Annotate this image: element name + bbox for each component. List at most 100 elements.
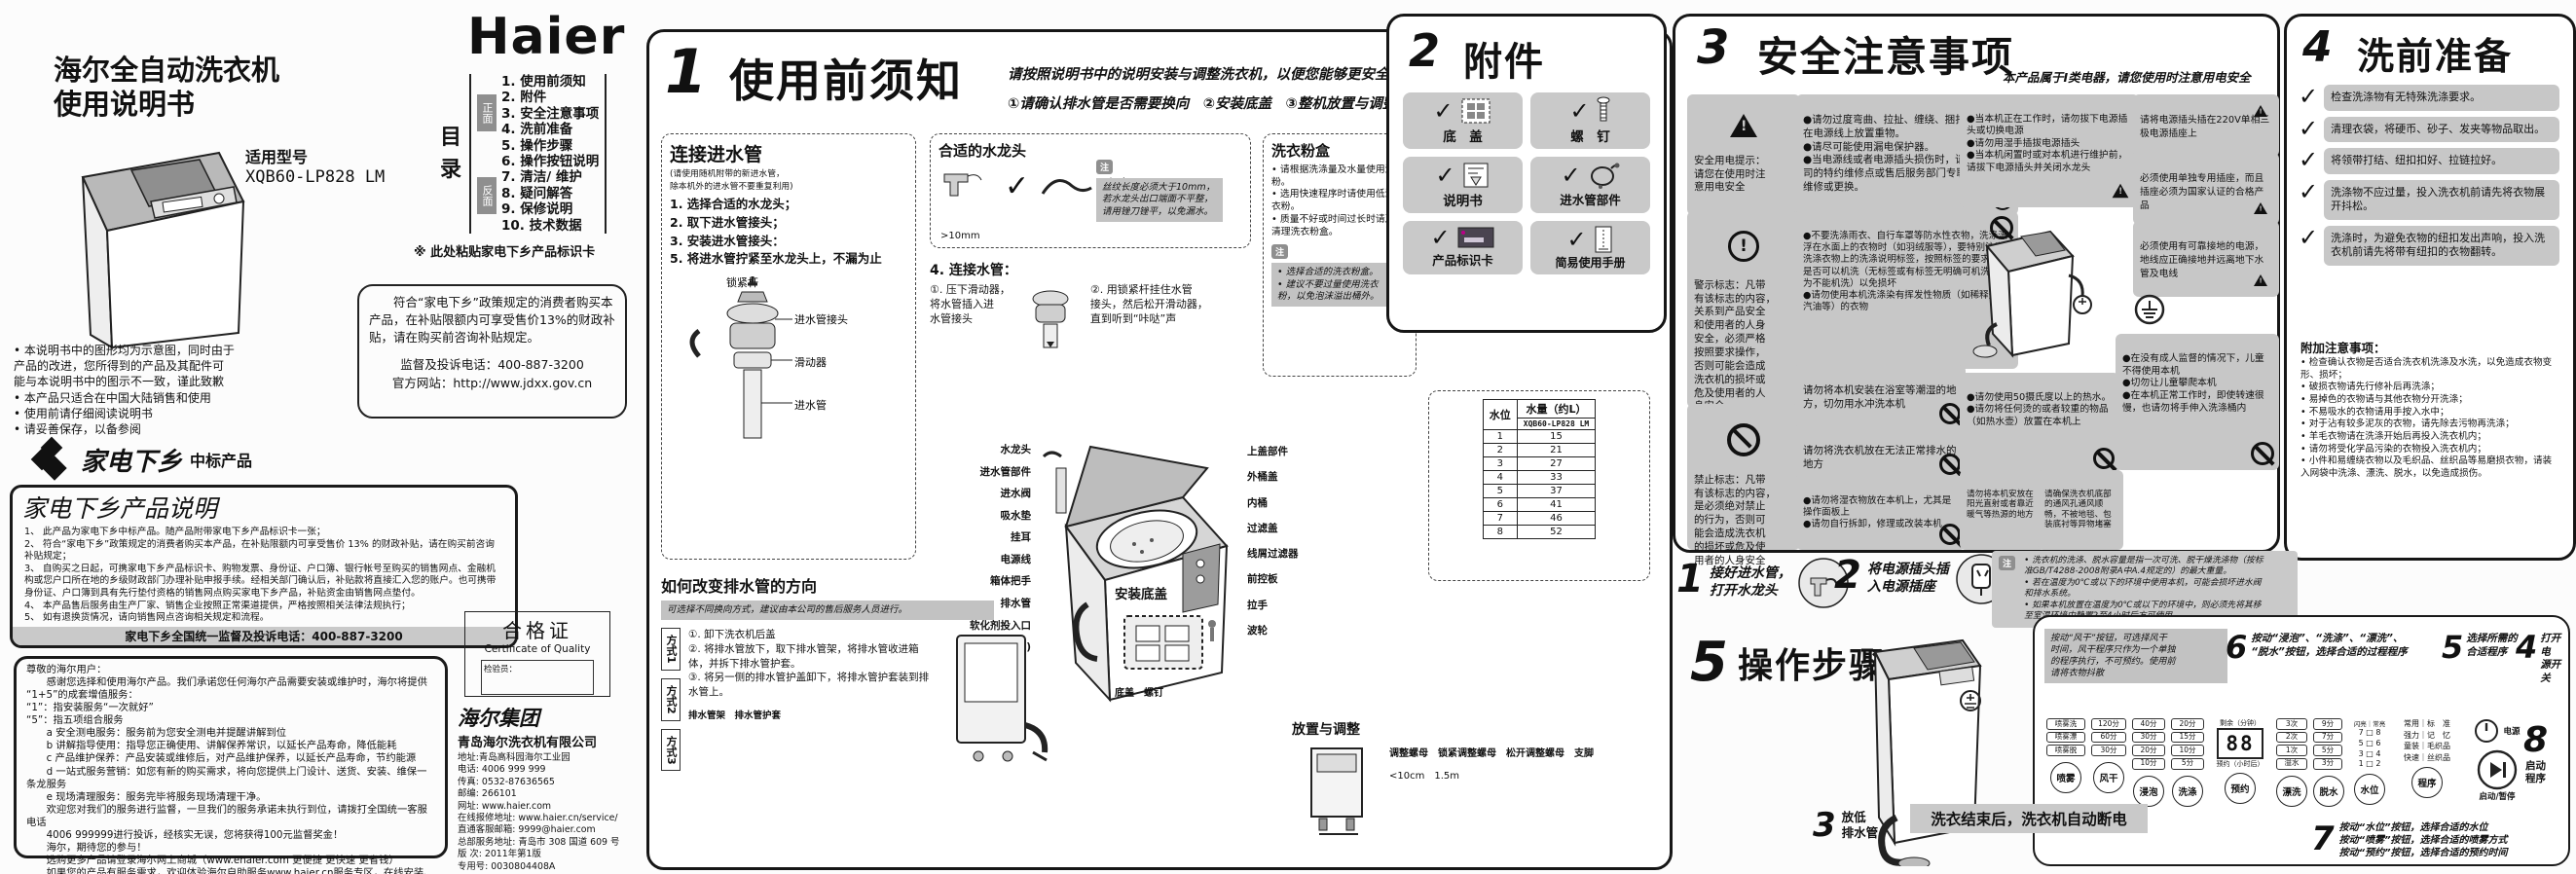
safety-card-children: ●在没有成人监督的情况下，儿童不得使用本机 ●切勿让儿童攀爬本机 ●在本机正常工… xyxy=(2116,334,2279,470)
spin-column: 9分 7分 5分 3分 脱水 xyxy=(2313,718,2344,807)
power-icon xyxy=(2475,719,2499,743)
level-column: 闪亮｜常亮 7 □ 8 5 □ 6 3 □ 4 1 □ 2 水位 xyxy=(2348,718,2391,806)
level-option: 5 □ 6 xyxy=(2358,738,2381,747)
hose-title: 连接进水管 xyxy=(670,144,763,165)
step-number: 2 xyxy=(1834,553,1861,598)
toc-title: 目 录 xyxy=(440,126,462,183)
step-text: 选择所需的 合适程序 xyxy=(2466,633,2518,658)
product-card-icon xyxy=(1457,227,1494,248)
base-cover-illustration xyxy=(1123,615,1216,670)
company-name: 青岛海尔洗衣机有限公司 xyxy=(458,736,598,750)
prep-item: ✓ 洗涤时，为避免衣物的纽扣发出声响，投入洗衣机前请先将带有纽扣的衣物翻转。 xyxy=(2299,225,2559,266)
hose-label-joint: 进水管接头 xyxy=(794,312,848,326)
safety-card-dedicated-socket: 必须使用单独专用插座，而且插座必须为国家认证的合格产品 xyxy=(2133,153,2279,225)
section4-title: 洗前准备 xyxy=(2357,35,2514,78)
drain-rear-illustration xyxy=(956,635,1049,762)
ground-icon xyxy=(2134,294,2165,325)
soak-column: 40分 30分 20分 10分 浸泡 xyxy=(2132,718,2165,807)
option-chip: 5分 xyxy=(2171,757,2204,770)
section2-title: 附件 xyxy=(1463,40,1545,85)
prep-item: ✓ 清理衣袋，将硬币、砂子、发夹等物品取出。 xyxy=(2299,116,2559,143)
jdx-logo-text: 家电下乡 xyxy=(81,447,183,477)
level-option: 1 □ 2 xyxy=(2358,759,2381,769)
safety-card-wet-clothes: ●请勿将湿衣物放在本机上，尤其是操作面板上 ●请勿自行拆卸，修理或改装本机 xyxy=(1796,476,1966,550)
prep-item: ✓ 将领带打结、纽扣扣好、拉链拉好。 xyxy=(2299,148,2559,174)
op-step-2: 2 将电源插头插 入电源插座 xyxy=(1834,553,2007,605)
jdx-logo-suffix: 中标产品 xyxy=(190,452,253,470)
toc-item: 8. 疑问解答 xyxy=(501,185,573,201)
option-chip: 7分 xyxy=(2313,731,2342,744)
table-col-level: 水位 xyxy=(1482,399,1518,430)
section3-number: 3 xyxy=(1697,20,1730,75)
toc-back-tag: 反面 xyxy=(477,176,497,214)
check-icon: ✓ xyxy=(1433,97,1454,125)
step-number: 8 xyxy=(2523,720,2549,760)
power-label: 电源 xyxy=(2503,727,2521,737)
toc-item: 4. 洗前准备 xyxy=(501,122,573,138)
tap-bad-illustration xyxy=(1041,179,1092,195)
parts-washer-illustration xyxy=(1042,445,1229,703)
level-option: 3 □ 4 xyxy=(2358,748,2381,758)
program-column: 常用｜标 准 强力｜记 忆 童装｜毛织品 快速｜丝织品 程序 xyxy=(2397,718,2457,799)
dry-column: 120分 60分 30分 风干 xyxy=(2091,718,2126,793)
step-text: 放低 排水管 xyxy=(1841,810,1879,840)
warning-triangle-icon xyxy=(1730,113,1757,137)
program-button: 程序 xyxy=(2411,767,2443,799)
section4-number: 4 xyxy=(2302,22,2333,72)
op-washer-illustration xyxy=(1873,638,1982,866)
check-icon: ✓ xyxy=(2299,177,2319,205)
spray-column: 喷雾洗 喷雾漂 喷雾脱 喷雾 xyxy=(2046,718,2085,793)
tap-dim-label: >10mm xyxy=(940,231,980,241)
option-chip: 40分 xyxy=(2132,718,2165,730)
level-cell: 3 xyxy=(1482,456,1518,471)
section4-panel: 4 洗前准备 ✓ 检查洗涤物有无特殊洗涤要求。 ✓ 清理衣袋，将硬币、砂子、发夹… xyxy=(2284,14,2576,561)
drain-title: 如何改变排水管的方向 xyxy=(661,577,818,596)
warning-triangle-icon xyxy=(2254,274,2267,286)
tap-title: 合适的水龙头 xyxy=(938,142,1027,160)
option-chip: 9分 xyxy=(2313,718,2342,730)
op-step-3: 3 放低 排水管 xyxy=(1813,806,1878,845)
check-icon: ✓ xyxy=(1569,97,1590,125)
section2-number: 2 xyxy=(1409,24,1441,77)
option-chip: 3次 xyxy=(2276,718,2307,730)
option-chip: 5分 xyxy=(2313,745,2342,756)
parts-labels-right: 上盖部件 外桶盖 内桶 过滤盖 线屑过滤器 前控板 拉手 波轮 xyxy=(1247,446,1299,637)
tap-step-illustration xyxy=(1798,558,1849,608)
base-cover-labels: 底盖 螺钉 xyxy=(1115,688,1163,699)
section3-title: 安全注意事项 xyxy=(1757,33,2015,81)
option-chip: 20分 xyxy=(2132,745,2165,756)
connect-illustration xyxy=(1032,290,1069,348)
screw-icon xyxy=(1597,96,1610,122)
drain-way-tag: 方式3 xyxy=(661,728,681,772)
paste-note-text: 此处粘贴家电下乡产品标识卡 xyxy=(430,245,596,260)
tap-note-wrap: 注 丝纹长度必须大于10mm， 若水龙头出口端面不平整， 请用锉刀锉平，以免漏水… xyxy=(1096,160,1242,223)
safety-card-waterproof-clothes: ●不要洗涤雨衣、自行车罩等防水性衣物，洗涤漂浮在水面上的衣物时（如羽绒服等），要… xyxy=(1796,211,2018,369)
drain-way-tag: 方式2 xyxy=(661,678,681,721)
play-pause-icon xyxy=(2477,749,2518,790)
page-title: 海尔全自动洗衣机 使用说明书 xyxy=(54,54,280,122)
warning-legend-text: 警示标志：凡带 有该标志的内容， 关系到产品安全 和使用者的人身 安全，必须严格… xyxy=(1694,278,1776,413)
toc-tags: 正面 反面 xyxy=(477,74,497,234)
start-pause-label: 启动/暂停 xyxy=(2479,792,2516,802)
check-icon: ✓ xyxy=(1566,226,1587,253)
display-column: 剩余（分钟） 88 预约（小时后） 预约 xyxy=(2210,718,2270,804)
prohibition-icon xyxy=(2093,448,2115,469)
table-model: XQB60-LP828 LM xyxy=(1516,418,1597,430)
volume-cell: 46 xyxy=(1516,511,1597,526)
dry-note: 按动“风干”按钮，可选择风干 时间，风干程序只作为一个单独 的程序执行，不可预约… xyxy=(2044,629,2227,683)
step-number: 1 xyxy=(1676,557,1704,601)
option-chip: 20分 xyxy=(2171,718,2204,730)
accessory-label: 底 盖 xyxy=(1443,129,1483,145)
leveling-box: 放置与调整 调整螺母 锁紧调整螺母 松开调整螺母 支脚 <10cm 1.5m xyxy=(1292,719,1654,856)
step-text: 按动“浸泡”、“洗涤”、“漂洗”、 “脱水”按钮，选择合适的过程程序 xyxy=(2251,633,2408,658)
haier-letter-body: 尊敬的海尔用户： 感谢您选择和使用海尔产品。我们承诺您任何海尔产品需要安装或维护… xyxy=(26,664,434,874)
check-icon: ✓ xyxy=(2299,146,2319,174)
paste-star-icon: ※ xyxy=(414,245,426,260)
tap-check-icon: ✓ xyxy=(1005,169,1030,203)
option-chip: 2次 xyxy=(2276,731,2307,744)
forbidden-legend-text: 禁止标志：凡带 有该标志的内容， 是必须绝对禁止 的行为，否则可 能会造成洗衣机… xyxy=(1694,473,1776,566)
warning-triangle-icon xyxy=(2112,183,2129,199)
safety-tip-text: 安全用电提示： 请您在使用时注 意用电安全 xyxy=(1694,154,1766,194)
